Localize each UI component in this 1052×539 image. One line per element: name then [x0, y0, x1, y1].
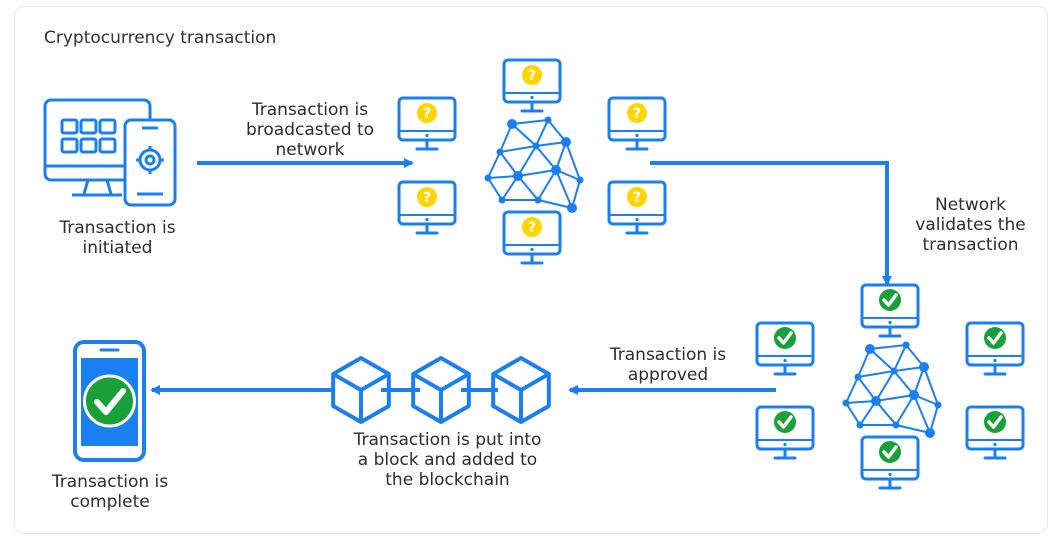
block-cube-1: [331, 356, 391, 424]
computer-and-tablet-icon: [43, 98, 177, 207]
svg-text:?: ?: [423, 190, 431, 206]
block-cube-2: [411, 356, 471, 424]
check-badge-icon: [774, 411, 796, 433]
check-badge-icon: [984, 411, 1006, 433]
pending-monitor-2: ?: [502, 58, 562, 113]
pending-network-icon: ??????: [397, 58, 667, 265]
approved-monitor-6: [860, 435, 920, 490]
svg-text:?: ?: [528, 220, 536, 236]
pending-monitor-3: ?: [607, 96, 667, 151]
svg-text:?: ?: [633, 106, 641, 122]
blockchain-icon: [331, 356, 551, 424]
validate-arrow: [650, 161, 892, 286]
question-badge-icon: ?: [522, 65, 542, 85]
pending-monitor-1: ?: [397, 96, 457, 151]
approved-monitor-2: [860, 283, 920, 338]
check-badge-icon: [984, 327, 1006, 349]
approved-monitor-3: [965, 321, 1025, 376]
svg-text:?: ?: [528, 68, 536, 84]
svg-text:?: ?: [633, 190, 641, 206]
diagram-title: Cryptocurrency transaction: [44, 28, 277, 48]
approved-monitor-5: [965, 405, 1025, 460]
approved-monitor-4: [755, 405, 815, 460]
pending-monitor-4: ?: [397, 180, 457, 235]
approved-mesh: [842, 341, 942, 438]
question-badge-icon: ?: [522, 217, 542, 237]
svg-text:?: ?: [423, 106, 431, 122]
question-badge-icon: ?: [627, 187, 647, 207]
check-badge-icon: [879, 441, 901, 463]
check-badge-icon: [879, 289, 901, 311]
check-badge-icon: [774, 327, 796, 349]
block-cube-3: [491, 356, 551, 424]
approved-network-icon: [755, 283, 1025, 490]
question-badge-icon: ?: [417, 187, 437, 207]
pending-monitor-5: ?: [607, 180, 667, 235]
pending-mesh: [484, 116, 584, 213]
approved-monitor-1: [755, 321, 815, 376]
question-badge-icon: ?: [627, 103, 647, 123]
phone-check-icon: [73, 340, 146, 462]
question-badge-icon: ?: [417, 103, 437, 123]
pending-monitor-6: ?: [502, 210, 562, 265]
